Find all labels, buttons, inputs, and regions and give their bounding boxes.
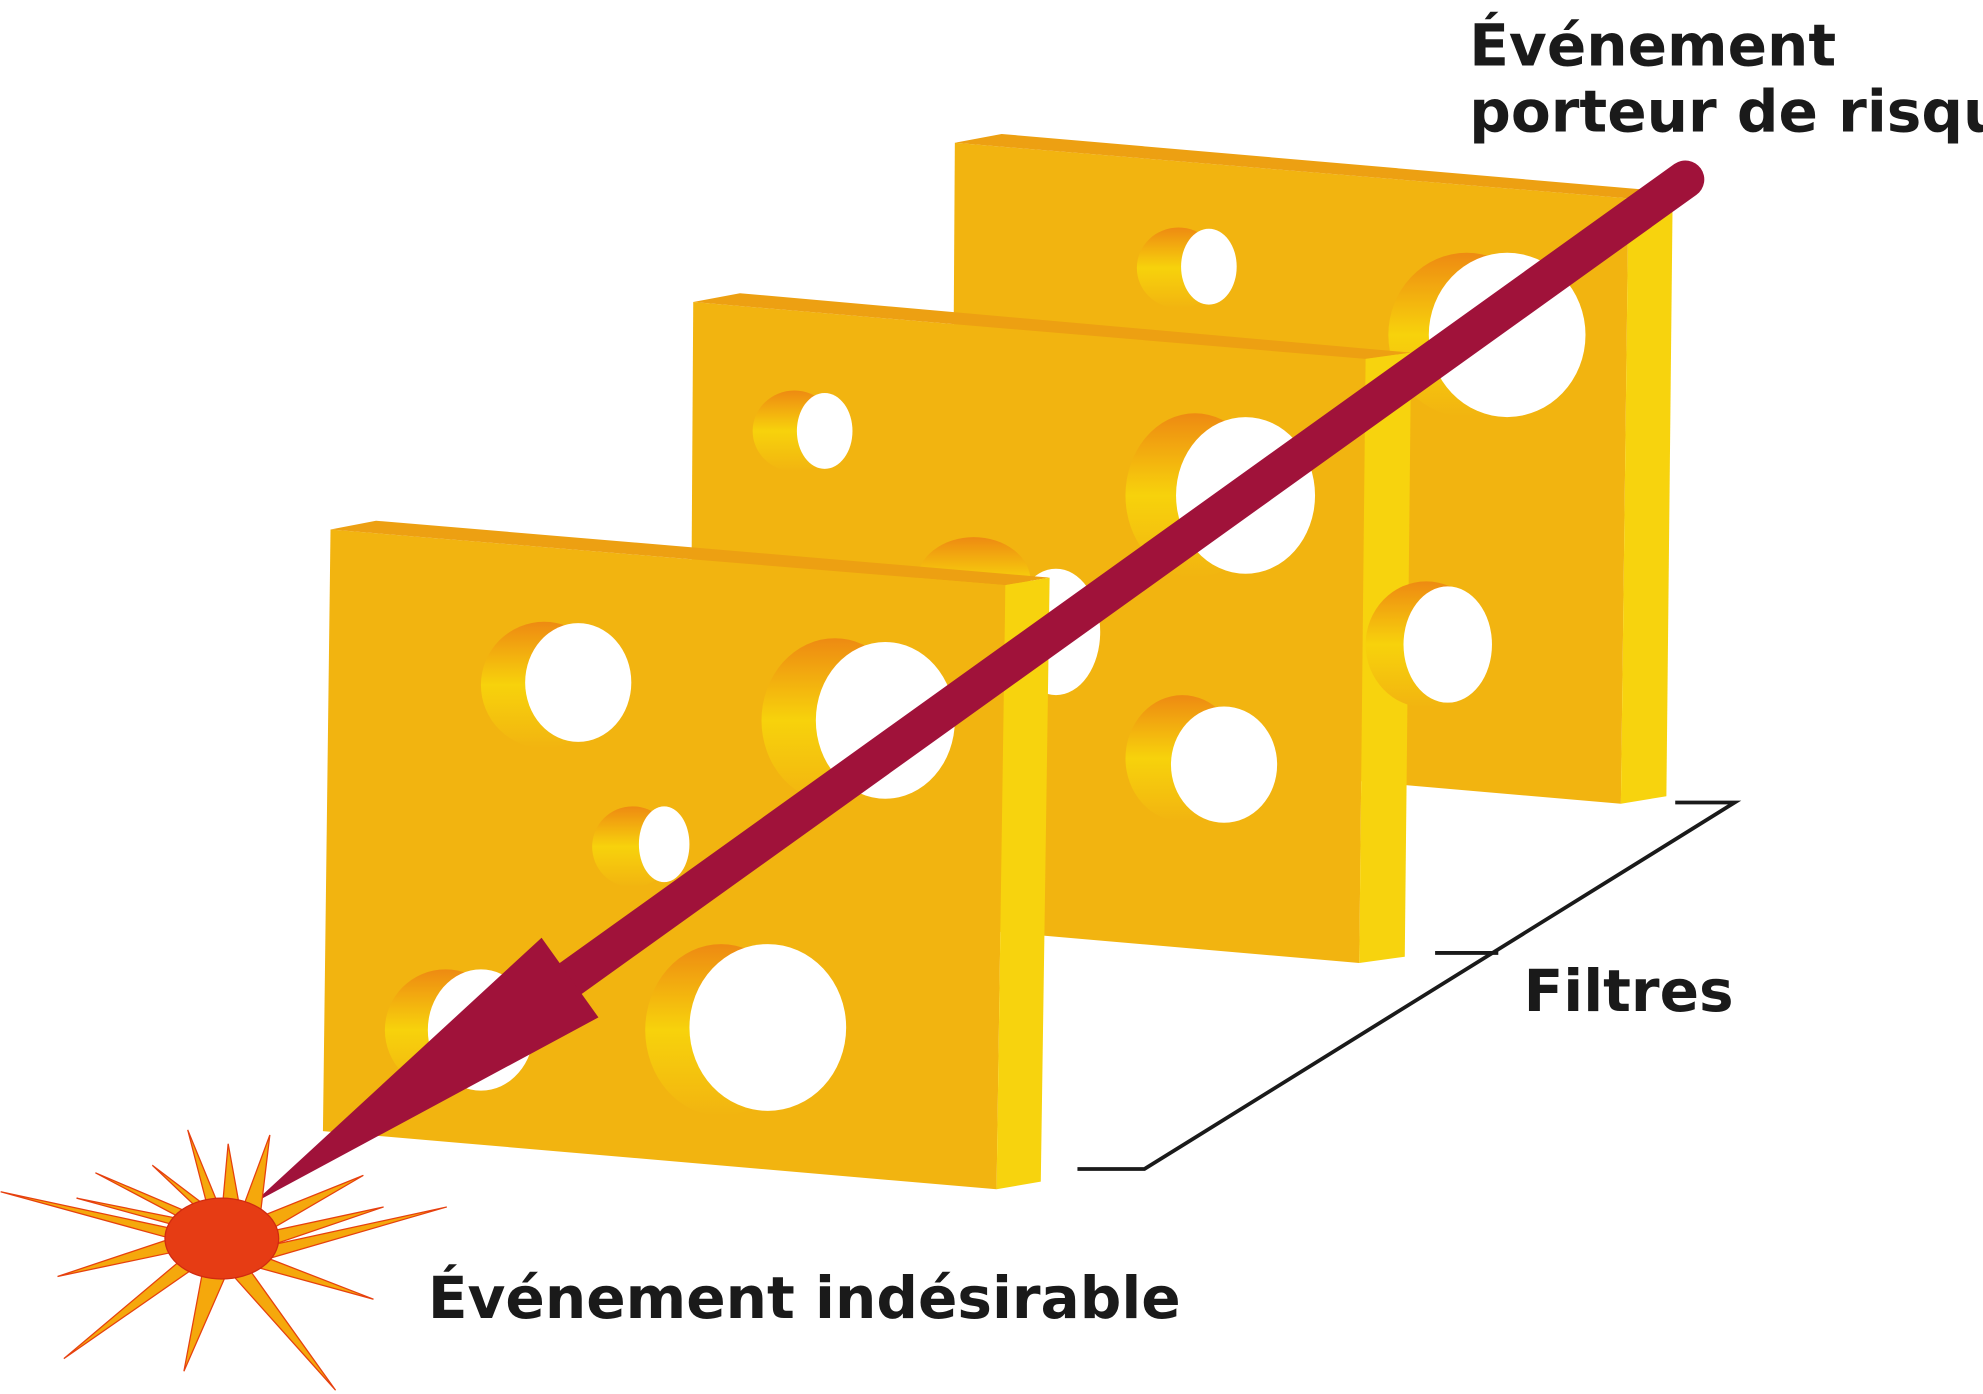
source-event-label-line1: Événement <box>1469 11 1836 80</box>
hole <box>752 390 853 472</box>
filters-bracket <box>1077 800 1742 1171</box>
filters-label: Filtres <box>1524 957 1734 1025</box>
explosion-icon <box>0 1129 447 1391</box>
hole <box>1125 695 1278 823</box>
risk-trajectory-arrow <box>253 160 1705 1204</box>
hole <box>1136 227 1237 309</box>
hole <box>480 621 632 749</box>
source-event-label-line2: porteur de risque <box>1469 77 1983 145</box>
hole <box>592 806 690 888</box>
hole <box>1365 581 1492 708</box>
undesirable-event-label: Événement indésirable <box>428 1263 1181 1332</box>
hole <box>645 944 847 1116</box>
